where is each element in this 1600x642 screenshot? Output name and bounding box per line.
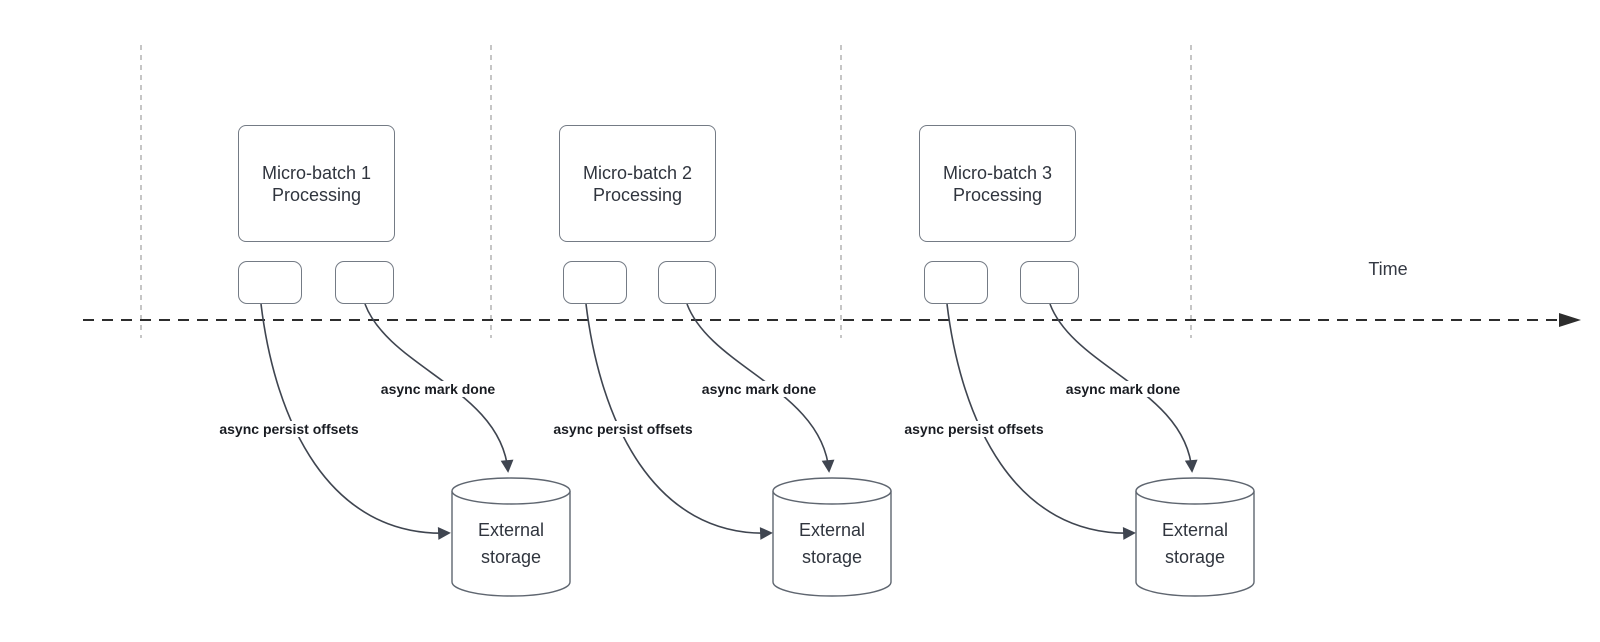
timeline-arrowhead-icon <box>1559 313 1581 327</box>
mark-done-task-box-3 <box>1020 261 1079 304</box>
external-storage-label-1: External storage <box>451 517 571 571</box>
cylinder-top <box>772 477 892 505</box>
micro-batch-title: Micro-batch 3 <box>942 162 1053 183</box>
persist-offsets-task-box-2 <box>563 261 627 304</box>
storage-label-line1: External <box>798 520 866 540</box>
mark-done-arrow-label-3: async mark done <box>1062 381 1184 397</box>
micro-batch-subtitle: Processing <box>952 184 1043 205</box>
cylinder-body <box>451 491 571 597</box>
micro-batch-3-box: Micro-batch 3 Processing <box>919 125 1076 242</box>
micro-batch-subtitle: Processing <box>271 184 362 205</box>
mark-done-arrow-label-1: async mark done <box>377 381 499 397</box>
micro-batch-subtitle: Processing <box>592 184 683 205</box>
external-storage-cylinder-1 <box>451 477 571 597</box>
storage-label-line2: storage <box>1164 547 1226 567</box>
persist-offsets-arrow-3 <box>946 303 1136 540</box>
cylinder-top <box>1135 477 1255 505</box>
cylinder-body <box>772 491 892 597</box>
cylinder-body <box>1135 491 1255 597</box>
external-storage-label-2: External storage <box>772 517 892 571</box>
time-axis-label: Time <box>1368 259 1408 279</box>
mark-done-arrow-label-2: async mark done <box>698 381 820 397</box>
mark-done-task-box-1 <box>335 261 394 304</box>
persist-offsets-arrow-2 <box>585 303 773 540</box>
mark-done-task-box-2 <box>658 261 716 304</box>
persist-offsets-arrow-label-1: async persist offsets <box>216 421 362 437</box>
persist-offsets-arrow-label-3: async persist offsets <box>901 421 1047 437</box>
micro-batch-title: Micro-batch 1 <box>261 162 372 183</box>
persist-offsets-arrow-label-2: async persist offsets <box>550 421 696 437</box>
external-storage-label-3: External storage <box>1135 517 1255 571</box>
storage-label-line1: External <box>477 520 545 540</box>
persist-offsets-arrow-1 <box>260 303 451 540</box>
storage-label-line2: storage <box>480 547 542 567</box>
external-storage-cylinder-3 <box>1135 477 1255 597</box>
persist-offsets-task-box-3 <box>924 261 988 304</box>
cylinder-top <box>451 477 571 505</box>
micro-batch-1-box: Micro-batch 1 Processing <box>238 125 395 242</box>
storage-label-line2: storage <box>801 547 863 567</box>
persist-offsets-task-box-1 <box>238 261 302 304</box>
storage-label-line1: External <box>1161 520 1229 540</box>
external-storage-cylinder-2 <box>772 477 892 597</box>
micro-batch-title: Micro-batch 2 <box>582 162 693 183</box>
micro-batch-2-box: Micro-batch 2 Processing <box>559 125 716 242</box>
